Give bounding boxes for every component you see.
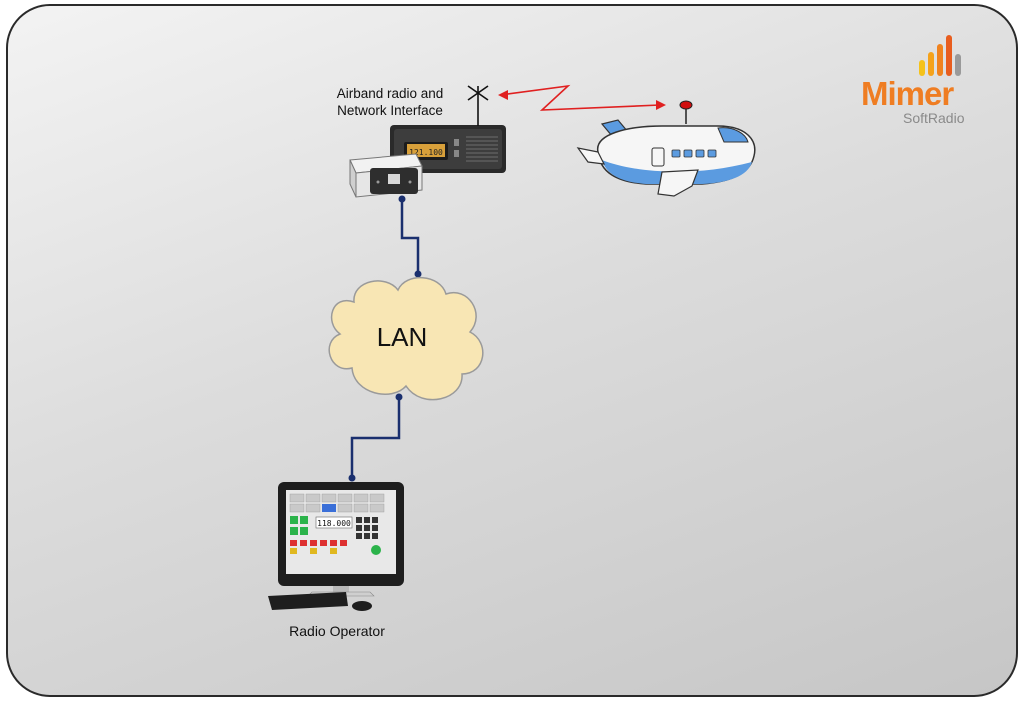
operator-label: Radio Operator — [289, 623, 385, 639]
link-lan-operator — [350, 397, 401, 478]
radio-label-line-1: Airband radio and — [336, 86, 444, 101]
airplane-icon — [576, 100, 756, 197]
logo-sub-text: SoftRadio — [903, 110, 965, 126]
radio-label: Airband radio and Network Interface — [320, 85, 460, 119]
radio-label-line-2: Network Interface — [337, 103, 443, 118]
link-node — [395, 393, 403, 401]
link-radio-lan — [400, 198, 420, 274]
signal-bars-icon — [919, 35, 961, 76]
console-frequency: 118.000 — [317, 519, 351, 528]
radio-wave-arrow — [498, 84, 666, 111]
radio-display: 121.100 — [409, 148, 443, 157]
lan-cloud — [328, 276, 484, 401]
link-node — [398, 195, 406, 203]
operator-workstation-icon — [268, 482, 404, 611]
logo-main-text: Mimer — [861, 75, 954, 112]
network-interface-icon — [349, 153, 423, 198]
network-diagram: 121.100 — [268, 84, 756, 611]
antenna-icon — [467, 85, 489, 126]
diagram-frame: 121.100 — [6, 4, 1018, 697]
link-node — [348, 474, 356, 482]
mimer-softradio-logo: Mimer SoftRadio — [857, 32, 977, 127]
link-node — [414, 270, 422, 278]
lan-label: LAN — [376, 322, 428, 352]
